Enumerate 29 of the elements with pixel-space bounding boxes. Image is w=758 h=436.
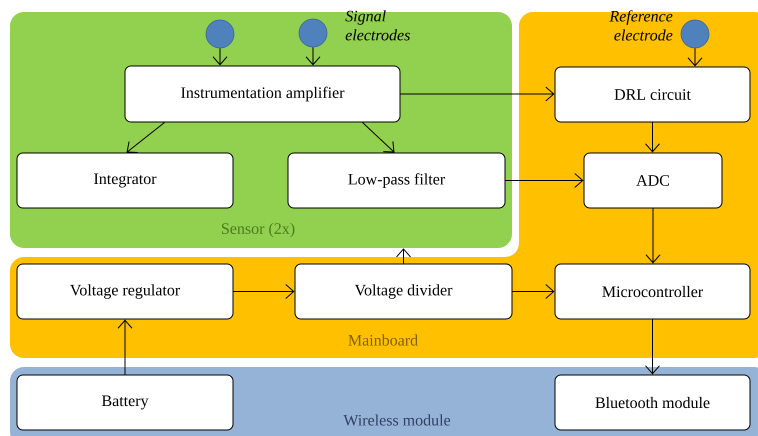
process-box: ADC	[584, 152, 722, 208]
arrow	[688, 48, 702, 66]
electrode-circle	[298, 18, 328, 48]
arrow	[362, 122, 394, 152]
process-box: Microcontroller	[554, 264, 750, 320]
arrow	[645, 319, 660, 374]
annotation-text: Reference electrode	[609, 10, 672, 41]
arrow	[400, 86, 554, 102]
electrode-circle	[206, 20, 234, 48]
arrow	[646, 208, 660, 264]
arrow	[212, 48, 228, 66]
arrow	[118, 320, 132, 375]
process-box: DRL circuit	[554, 66, 750, 122]
annotation-text: Signal electrodes	[345, 10, 410, 40]
process-box: Battery	[16, 374, 234, 430]
arrow	[126, 122, 165, 154]
process-box: Bluetooth module	[554, 374, 750, 430]
process-box: Voltage regulator	[16, 264, 234, 320]
arrow	[396, 248, 411, 264]
process-box: Instrumentation amplifier	[124, 66, 400, 122]
arrow	[512, 284, 554, 299]
process-box: Integrator	[16, 152, 234, 208]
arrow	[233, 284, 294, 299]
arrow	[505, 173, 584, 188]
electrode-circle	[680, 20, 710, 48]
arrow	[306, 46, 320, 66]
arrow	[645, 122, 660, 152]
process-box: Voltage divider	[294, 264, 512, 320]
process-box: Low-pass filter	[288, 152, 506, 208]
